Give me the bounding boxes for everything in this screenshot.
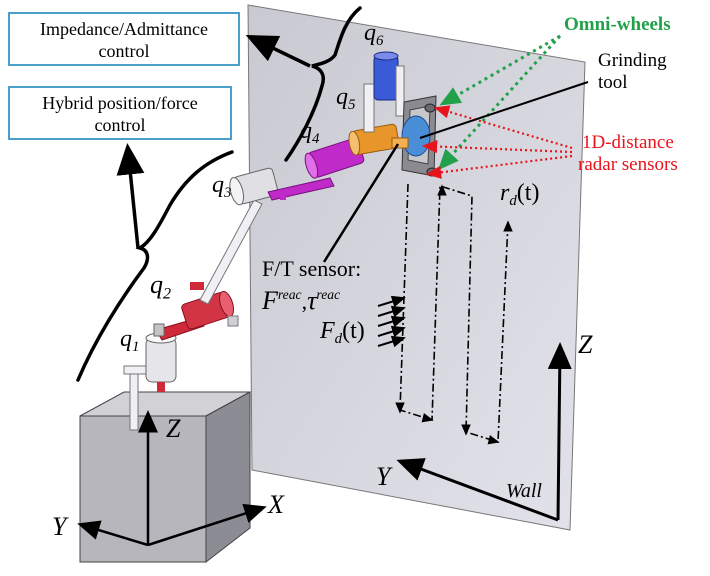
hybrid-box-line2: control: [94, 115, 146, 135]
force-arrows: [377, 295, 406, 348]
ft-torque-symbol: τ: [307, 286, 317, 316]
ft-sensor-label: F/T sensor: Freac,τreac: [262, 256, 361, 315]
joint-label-q5: q5: [336, 84, 355, 114]
joint-label-q4: q4: [300, 118, 319, 148]
hybrid-control-box: Hybrid position/force control: [8, 86, 232, 140]
joint-q1-sub: 1: [132, 339, 140, 356]
joint-label-q3: q3: [212, 172, 231, 202]
joint-q5-base: q: [336, 84, 348, 110]
desired-traj-sub: d: [509, 193, 517, 210]
omni-wheel-arrows: [437, 34, 562, 171]
radar-sensors-label: 1D-distance radar sensors: [578, 132, 678, 176]
ft-force-sup: reac: [277, 287, 302, 302]
joint-q4-base: q: [300, 118, 312, 144]
desired-force-label: Fd(t): [320, 318, 365, 348]
robot-arm: [123, 51, 438, 431]
joint-label-q2: q2: [150, 270, 171, 304]
joint-q2-base: q: [150, 270, 163, 299]
impedance-box-line2: control: [98, 41, 150, 61]
wall-y-label: Y: [376, 462, 391, 491]
impedance-box-line1: Impedance/Admittance: [40, 19, 208, 39]
omni-wheels-label: Omni-wheels: [564, 14, 671, 35]
joint-q1-base: q: [120, 326, 132, 352]
joint-q5-sub: 5: [348, 97, 356, 114]
grinding-pointer: [419, 81, 589, 139]
desired-traj-base: r: [500, 180, 510, 206]
grinding-line2: tool: [598, 72, 628, 93]
wall-name-label: Wall: [506, 480, 542, 502]
grinding-tool-label: Grinding tool: [598, 50, 667, 94]
joint-q3-base: q: [212, 172, 224, 198]
joint-label-q6: q6: [364, 20, 383, 50]
joint-q6-base: q: [364, 20, 376, 46]
base-x-label: X: [268, 490, 284, 519]
ft-torque-sup: reac: [316, 287, 341, 302]
joint-q4-sub: 4: [312, 131, 320, 148]
impedance-control-box: Impedance/Admittance control: [8, 12, 240, 66]
desired-force-base: F: [320, 318, 335, 344]
joint-q6-sub: 6: [376, 33, 384, 50]
base-y-label: Y: [52, 512, 67, 541]
hybrid-box-line1: Hybrid position/force: [42, 93, 198, 113]
radar-line2: radar sensors: [578, 154, 678, 175]
base-z-label: Z: [166, 414, 181, 443]
radar-arrows: [421, 105, 573, 179]
ft-sensor-pointer: [322, 143, 400, 263]
desired-traj-arg: (t): [516, 180, 540, 206]
base-axes: [77, 410, 267, 547]
brace-arrows: [116, 34, 311, 249]
ft-sensor-title: F/T sensor:: [262, 256, 362, 281]
wall-z-label: Z: [578, 330, 593, 359]
robot-base: [79, 391, 251, 564]
ft-comma: ,: [301, 289, 308, 315]
brace-shapes: [76, 6, 362, 382]
ft-force-symbol: F: [262, 286, 278, 316]
desired-force-arg: (t): [342, 318, 365, 344]
desired-trajectory-label: rd(t): [500, 180, 539, 210]
wall-axes: [396, 342, 572, 522]
grinding-line1: Grinding: [598, 50, 667, 71]
radar-line1: 1D-distance: [581, 132, 674, 153]
joint-label-q1: q1: [120, 326, 139, 356]
joint-q3-sub: 3: [224, 185, 232, 202]
joint-q2-sub: 2: [163, 285, 172, 303]
wall-plane: [247, 4, 586, 531]
desired-force-sub: d: [334, 331, 343, 348]
